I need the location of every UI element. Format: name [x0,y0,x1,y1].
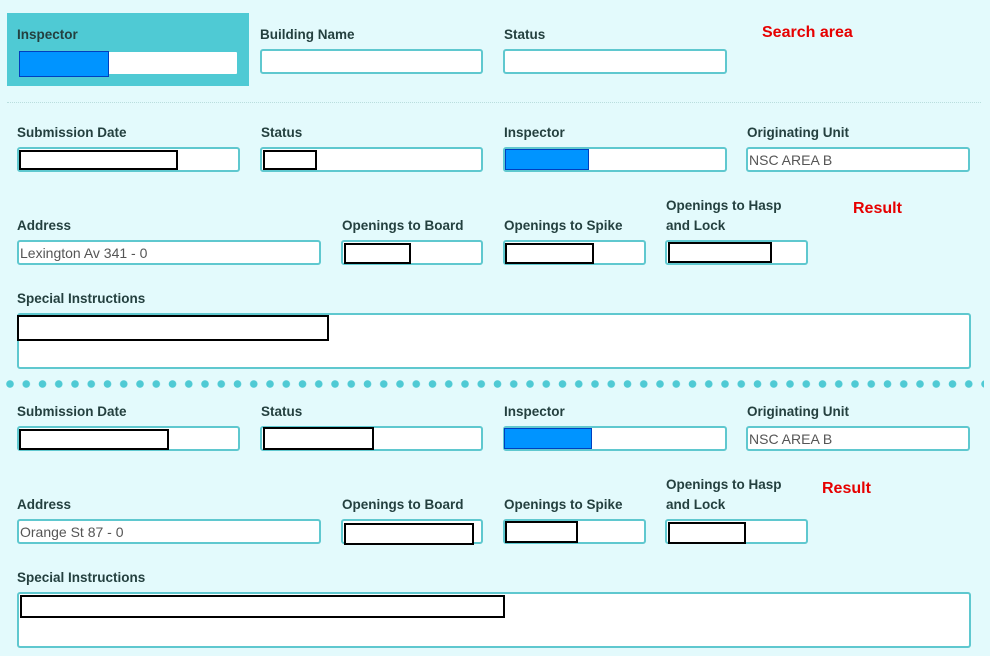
address-value: Lexington Av 341 - 0 [20,245,148,261]
redaction-box [17,315,329,341]
openings-hasp-label-line2: and Lock [666,218,726,233]
redaction-box [668,522,746,544]
openings-hasp-label-line1: Openings to Hasp [666,198,782,213]
inspector-field[interactable] [503,426,727,451]
inspector-highlight [505,149,589,170]
redaction-box [19,429,169,450]
originating-unit-label: Originating Unit [747,404,849,419]
status-field[interactable] [260,147,483,172]
building-name-search-input[interactable] [260,49,483,74]
openings-hasp-label-line1: Openings to Hasp [666,477,782,492]
redaction-box [20,595,505,618]
redaction-box [505,521,578,543]
address-label: Address [17,497,72,512]
search-area-annotation: Search area [762,24,853,41]
originating-unit-field[interactable]: NSC AREA B [746,426,970,451]
openings-spike-label: Openings to Spike [504,218,623,233]
status-search-input[interactable] [503,49,727,74]
originating-unit-value: NSC AREA B [749,431,833,447]
submission-date-label: Submission Date [17,404,127,419]
openings-board-label: Openings to Board [342,497,464,512]
inspector-search-input[interactable] [17,50,239,77]
originating-unit-value: NSC AREA B [749,152,833,168]
address-field[interactable]: Orange St 87 - 0 [17,519,321,544]
address-field[interactable]: Lexington Av 341 - 0 [17,240,321,265]
search-separator [7,102,981,103]
openings-hasp-field[interactable] [665,240,808,265]
inspector-search-highlight [19,51,109,77]
openings-spike-label: Openings to Spike [504,497,623,512]
status-label: Status [261,404,303,419]
inspector-field[interactable] [503,147,727,172]
special-instructions-label: Special Instructions [17,291,146,306]
redaction-box [19,150,178,170]
address-label: Address [17,218,72,233]
openings-board-label: Openings to Board [342,218,464,233]
submission-date-label: Submission Date [17,125,127,140]
openings-spike-field[interactable] [503,519,646,544]
inspector-highlight [504,428,592,449]
openings-hasp-label-line2: and Lock [666,497,726,512]
openings-board-field[interactable] [341,240,483,265]
originating-unit-label: Originating Unit [747,125,849,140]
submission-date-field[interactable] [17,147,240,172]
special-instructions-field[interactable] [17,313,971,369]
redaction-box [344,243,411,264]
address-value: Orange St 87 - 0 [20,524,124,540]
openings-board-field[interactable] [341,519,483,545]
submission-date-field[interactable] [17,426,240,451]
inspector-label: Inspector [504,404,565,419]
redaction-box [505,243,594,264]
openings-hasp-field[interactable] [665,519,808,544]
inspector-search-label: Inspector [17,27,78,42]
building-name-search-label: Building Name [260,27,355,42]
openings-spike-field[interactable] [503,240,646,265]
status-search-label: Status [504,27,546,42]
result-annotation: Result [822,480,871,497]
redaction-box [668,242,772,263]
status-field[interactable] [260,426,483,451]
special-instructions-field[interactable] [17,592,971,648]
status-label: Status [261,125,303,140]
redaction-box [263,150,317,170]
redaction-box [263,427,374,450]
special-instructions-label: Special Instructions [17,570,146,585]
results-separator [6,380,984,388]
inspector-label: Inspector [504,125,565,140]
result-annotation: Result [853,200,902,217]
redaction-box [344,523,474,545]
originating-unit-field[interactable]: NSC AREA B [746,147,970,172]
